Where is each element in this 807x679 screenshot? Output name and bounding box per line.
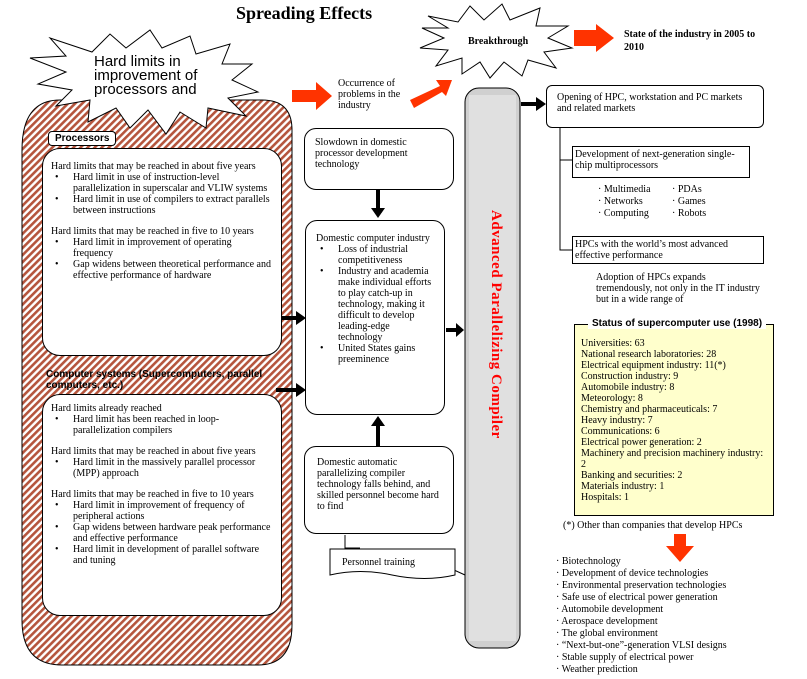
systems-group2-heading: Hard limits that may be reached in about… xyxy=(51,446,256,457)
personnel-box xyxy=(329,548,456,579)
field-item: Safe use of electrical power generation xyxy=(556,592,727,604)
status-row: Universities: 63 xyxy=(581,338,645,349)
footnote: (*) Other than companies that develop HP… xyxy=(563,520,743,531)
slowdown-box: Slowdown in domestic processor developme… xyxy=(304,128,454,190)
processors-item: Gap widens between theoretical performan… xyxy=(73,259,271,281)
field-item: Environmental preservation technologies xyxy=(556,580,727,592)
systems-group3-heading: Hard limits that may be reached in five … xyxy=(51,489,254,500)
arrow-slowdown-down xyxy=(371,208,385,218)
status-row: Meteorology: 8 xyxy=(581,393,643,404)
systems-item: Hard limit in the massively parallel pro… xyxy=(73,457,256,479)
systems-item: Hard limit in improvement of frequency o… xyxy=(73,500,245,522)
field-item: Automobile development xyxy=(556,604,727,616)
starburst-left-text: Hard limits in improvement of processors… xyxy=(94,53,198,98)
industry-item: Industry and academia make individual ef… xyxy=(338,266,432,343)
systems-item: Hard limit has been reached in loop-para… xyxy=(73,414,220,436)
field-item: Weather prediction xyxy=(556,664,727,676)
computer-systems-label: Computer systems (Supercomputers, parall… xyxy=(46,369,263,391)
systems-item: Hard limit in development of parallel so… xyxy=(73,544,260,566)
personnel-label: Personnel training xyxy=(342,557,416,568)
status-row: Chemistry and pharmaceuticals: 7 xyxy=(581,404,718,415)
app-item: Games xyxy=(672,196,732,207)
field-item: Aerospace development xyxy=(556,616,727,628)
processors-item: Hard limit in use of compilers to extrac… xyxy=(73,194,270,216)
arrow-processors-right xyxy=(296,311,306,325)
fields-list: Biotechnology Development of device tech… xyxy=(556,556,727,676)
systems-item: Gap widens between hardware peak perform… xyxy=(73,522,271,544)
starburst-left xyxy=(29,29,260,135)
page-title: Spreading Effects xyxy=(236,3,373,23)
industry-item: United States gains preeminence xyxy=(338,343,416,365)
starburst-breakthrough xyxy=(419,3,574,79)
status-row: Communications: 6 xyxy=(581,426,660,437)
processors-group2-heading: Hard limits that may be reached in five … xyxy=(51,226,254,237)
field-item: Stable supply of electrical power xyxy=(556,652,727,664)
status-row: National research laboratories: 28 xyxy=(581,349,717,360)
status-row: Electrical power generation: 2 xyxy=(581,437,702,448)
red-arrow-occurrence xyxy=(292,82,332,110)
processors-item: Hard limit in use of instruction-level p… xyxy=(73,172,268,194)
red-arrow-state xyxy=(574,24,614,52)
domestic-industry-heading: Domestic computer industry xyxy=(316,233,430,244)
arrow-industry-right xyxy=(456,323,464,337)
industry-item: Loss of industrial competitiveness xyxy=(338,244,408,266)
arrow-fallsbehind-up xyxy=(371,416,385,426)
app-item: Networks xyxy=(598,196,672,207)
processors-item: Hard limit in improvement of operating f… xyxy=(73,237,232,259)
status-row: Hospitals: 1 xyxy=(581,492,630,503)
status-row: Construction industry: 9 xyxy=(581,371,679,382)
field-item: Development of device technologies xyxy=(556,568,727,580)
arrow-systems-right xyxy=(296,383,306,397)
processors-group1-heading: Hard limits that may be reached in about… xyxy=(51,161,256,172)
app-item: Computing xyxy=(598,208,672,219)
adoption-text: Adoption of HPCs expands tremendously, n… xyxy=(596,272,760,305)
hpcs-box: HPCs with the world’s most advanced effe… xyxy=(572,236,764,264)
status-row: Electrical equipment industry: 11(*) xyxy=(581,360,726,371)
applications-grid: Multimedia PDAs Networks Games Computing… xyxy=(598,184,732,219)
next-gen-box: Development of next-generation single-ch… xyxy=(572,146,750,178)
status-row: Machinery and precision machinery indust… xyxy=(581,448,764,470)
state-label: State of the industry in 2005 to 2010 xyxy=(624,29,756,53)
app-item: Multimedia xyxy=(598,184,672,195)
status-row: Automobile industry: 8 xyxy=(581,382,675,393)
red-arrow-up xyxy=(410,80,452,108)
field-item: The global environment xyxy=(556,628,727,640)
red-arrow-down xyxy=(666,534,694,562)
app-item: PDAs xyxy=(672,184,732,195)
processors-label: Processors xyxy=(48,131,117,146)
status-row: Materials industry: 1 xyxy=(581,481,665,492)
field-item: “Next-but-one”-generation VLSI designs xyxy=(556,640,727,652)
field-item: Biotechnology xyxy=(556,556,727,568)
status-row: Heavy industry: 7 xyxy=(581,415,653,426)
occurrence-label: Occurrence of problems in the industry xyxy=(338,78,401,111)
breakthrough-label: Breakthrough xyxy=(468,36,529,47)
computer-systems-box: Hard limits already reached •Hard limit … xyxy=(42,394,282,616)
falls-behind-box: Domestic automatic parallelizing compile… xyxy=(304,446,454,534)
status-title: Status of supercomputer use (1998) xyxy=(588,318,767,329)
status-row: Banking and securities: 2 xyxy=(581,470,683,481)
systems-group1-heading: Hard limits already reached xyxy=(51,403,162,414)
arrow-apc-right xyxy=(536,97,546,111)
processors-box: Hard limits that may be reached in about… xyxy=(42,148,282,356)
app-item: Robots xyxy=(672,208,732,219)
status-box: Universities: 63 National research labor… xyxy=(574,324,774,516)
domestic-industry-box: Domestic computer industry •Loss of indu… xyxy=(305,220,445,415)
apc-label: Advanced Parallelizing Compiler xyxy=(488,210,504,439)
opening-box: Opening of HPC, workstation and PC marke… xyxy=(546,85,764,128)
